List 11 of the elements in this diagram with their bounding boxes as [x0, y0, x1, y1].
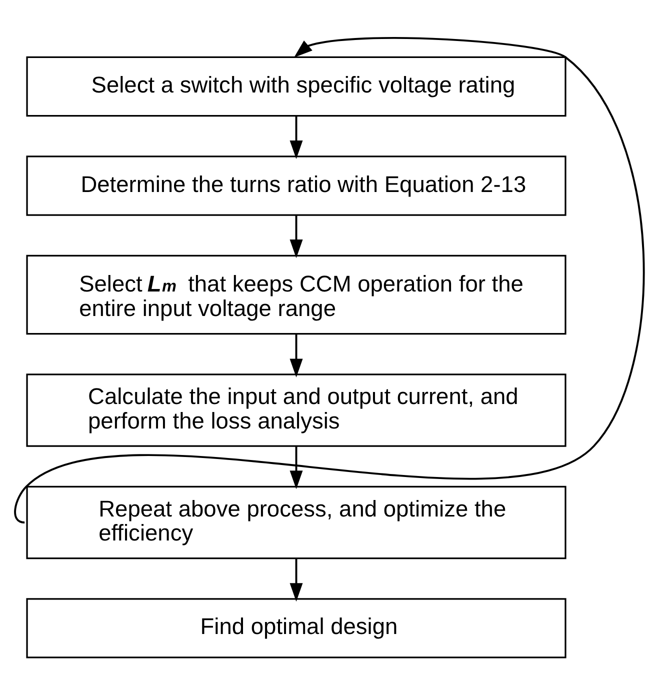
node-box: Select Lm that keeps CCM operation for the entire input voltage range [26, 254, 566, 334]
node-box: Determine the turns ratio with Equation 2-13 [26, 155, 566, 216]
arrow [290, 558, 303, 602]
node-box: Repeat above process, and optimize the efficiency [26, 485, 566, 559]
arrow [290, 446, 303, 489]
arrow [290, 214, 303, 258]
node-box: Select a switch with specific voltage rating [26, 56, 566, 116]
arrow [290, 115, 303, 159]
node-box: Find optimal design [26, 598, 566, 658]
arrow [290, 334, 303, 377]
node-box: Calculate the input and output current, and perform the loss analysis [26, 373, 566, 446]
